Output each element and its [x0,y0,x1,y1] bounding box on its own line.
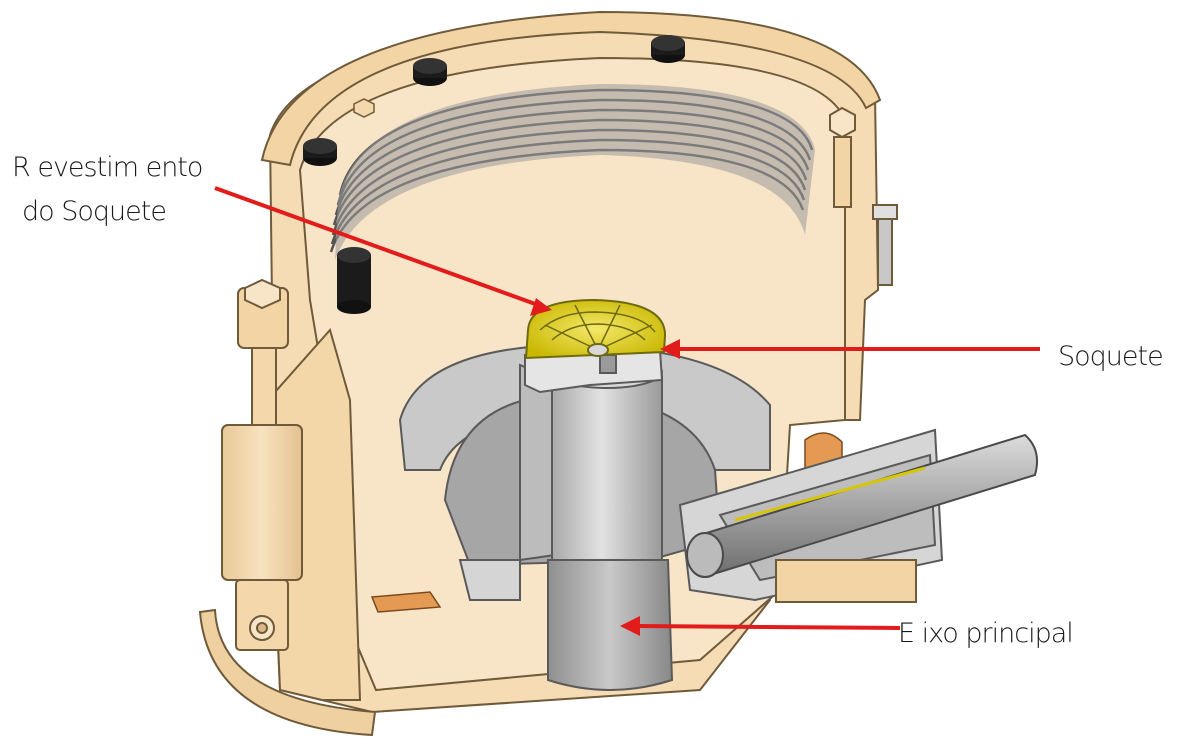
main-shaft-body [519,355,674,691]
arrow-main-shaft [620,616,901,636]
arrow-socket-liner [214,186,552,316]
socket-liner-component [524,298,667,360]
yellow-seal-strip [734,466,926,522]
label-main-shaft: E ixo principal [898,618,1074,649]
label-socket: Soquete [1058,341,1164,372]
bolt-4 [337,247,371,314]
arrow-socket [660,339,1040,359]
label-socket-liner-line2: do Soquete [22,196,167,227]
bolt-1 [413,58,447,86]
bolt-2 [651,35,685,63]
pinion-shaft [686,433,1038,578]
annotation-arrows [214,186,1040,636]
flange-bolts [303,35,685,314]
side-bolt [829,106,898,286]
concave-grey-band [335,84,815,260]
small-bolt [353,98,375,118]
label-socket-liner-line1: R evestim ento [12,152,203,183]
bolt-3 [303,138,337,166]
hydraulic-cylinder [221,278,303,651]
